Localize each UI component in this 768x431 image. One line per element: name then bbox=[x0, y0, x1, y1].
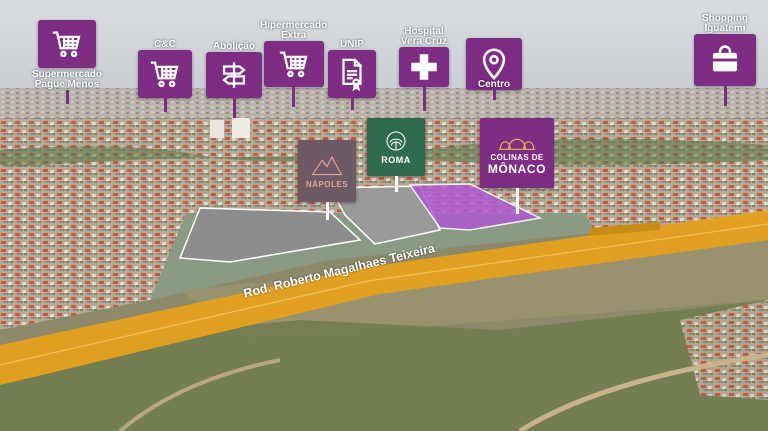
poi-label: Supermercado bbox=[32, 69, 103, 80]
marker-pole bbox=[325, 202, 329, 220]
poi-stem bbox=[65, 90, 69, 104]
map-pin-icon bbox=[482, 48, 506, 81]
poi-shopping[interactable]: Shopping Iguatemi bbox=[694, 14, 756, 106]
shopping-bag-icon bbox=[712, 45, 738, 72]
signpost-icon bbox=[222, 62, 246, 88]
roma-panel: ROMA bbox=[367, 118, 425, 176]
poi-label: Centro bbox=[477, 79, 511, 90]
shopping-cart-icon bbox=[279, 51, 308, 78]
certificate-icon bbox=[342, 58, 362, 91]
poi-stem bbox=[163, 98, 167, 112]
poi-box bbox=[206, 52, 262, 98]
poi-label: Vera Cruz bbox=[400, 36, 448, 47]
poi-label: Hospital bbox=[404, 26, 444, 37]
poi-stem bbox=[723, 86, 727, 106]
poi-box bbox=[694, 34, 756, 86]
development-monaco[interactable]: COLINAS DE MÔNACO bbox=[480, 118, 554, 214]
arches-logo-icon bbox=[498, 138, 536, 150]
poi-label: Iguatemi bbox=[704, 23, 746, 34]
poi-label: UNIP bbox=[340, 39, 364, 50]
poi-stem bbox=[292, 87, 296, 107]
poi-label: C&C bbox=[154, 39, 176, 50]
poi-centro[interactable]: Centro bbox=[466, 38, 522, 100]
development-roma[interactable]: ROMA bbox=[367, 118, 425, 192]
marker-pole bbox=[394, 176, 398, 192]
poi-stem bbox=[350, 98, 354, 110]
poi-hospital[interactable]: Hospital Vera Cruz bbox=[399, 27, 449, 111]
poi-box bbox=[399, 47, 449, 87]
poi-box bbox=[263, 41, 324, 87]
monaco-panel: COLINAS DE MÔNACO bbox=[480, 118, 554, 188]
mountain-logo-icon bbox=[311, 155, 343, 176]
poi-box bbox=[38, 20, 97, 68]
poi-label: Pague Menos bbox=[34, 79, 100, 90]
poi-box bbox=[466, 38, 522, 90]
monaco-line1: COLINAS DE bbox=[490, 152, 544, 162]
poi-label: Extra bbox=[281, 30, 307, 41]
roma-name: ROMA bbox=[381, 154, 411, 165]
poi-label: Shopping bbox=[701, 13, 749, 24]
poi-label: Abolição bbox=[212, 41, 256, 52]
poi-stem bbox=[422, 87, 426, 111]
poi-hipermercado[interactable]: Hipermercado Extra bbox=[260, 21, 327, 107]
poi-box bbox=[328, 50, 376, 98]
shopping-cart-icon bbox=[150, 61, 179, 88]
poi-abolicao[interactable]: Abolição bbox=[206, 42, 262, 118]
napoles-panel: NÁPOLES bbox=[298, 140, 356, 202]
tree-logo-icon bbox=[386, 130, 406, 151]
poi-unip[interactable]: UNIP bbox=[328, 40, 376, 110]
development-napoles[interactable]: NÁPOLES bbox=[298, 140, 356, 220]
poi-box bbox=[138, 50, 192, 98]
poi-label: Hipermercado bbox=[260, 20, 328, 31]
shopping-cart-icon bbox=[52, 31, 81, 58]
poi-cc[interactable]: C&C bbox=[138, 40, 192, 112]
poi-stem bbox=[492, 90, 496, 100]
napoles-name: NÁPOLES bbox=[305, 180, 349, 189]
medical-cross-icon bbox=[411, 54, 437, 80]
poi-supermercado[interactable]: Supermercado Pague Menos bbox=[32, 20, 102, 104]
poi-stem bbox=[232, 98, 236, 118]
marker-pole bbox=[515, 188, 519, 214]
monaco-line2: MÔNACO bbox=[487, 161, 547, 176]
